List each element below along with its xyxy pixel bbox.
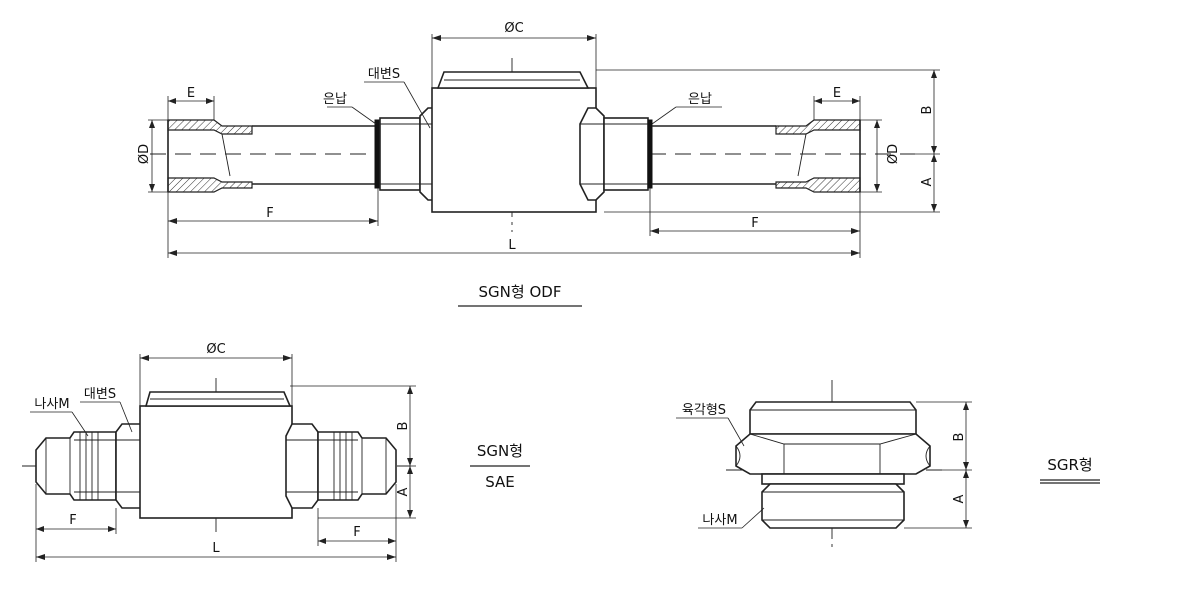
odf-left-nipple	[379, 117, 421, 191]
sgn-odf-drawing: ØC E E ØD ØD	[137, 21, 940, 307]
odf-left-socket-inner	[221, 133, 231, 177]
sae-main-body	[139, 405, 293, 519]
sae-dim-l-label: L	[212, 541, 220, 556]
odf-main-body	[431, 87, 597, 213]
sgr-dim-a-label: A	[952, 494, 967, 503]
odf-left-silver-ring	[374, 119, 380, 189]
odf-dim-e-left-label: E	[187, 86, 195, 101]
odf-dim-a-label: A	[920, 177, 935, 186]
sgr-dim-b-label: B	[952, 433, 967, 442]
odf-right-silver-ring	[647, 119, 653, 189]
odf-right-socket-top	[775, 119, 861, 135]
sae-left-flare-end	[35, 431, 117, 501]
sae-right-flare-end	[317, 431, 397, 501]
sgr-drawing: B A 육각형S 나사M SGR형	[676, 380, 1100, 548]
odf-right-nipple	[603, 117, 649, 191]
odf-title: SGN형 ODF	[479, 283, 562, 301]
odf-dim-d-left-label: ØD	[137, 144, 152, 164]
sae-dim-f-left-label: F	[69, 513, 76, 528]
sae-hex-s-label: 대변S	[84, 387, 116, 402]
sae-right-hex-nut	[285, 423, 319, 509]
sgr-thread-m-label: 나사M	[702, 513, 737, 528]
sgr-cap	[749, 401, 917, 435]
sae-dim-a-label: A	[396, 487, 411, 496]
odf-dim-l-label: L	[508, 238, 516, 253]
sae-thread-m-label: 나사M	[34, 397, 69, 412]
odf-right-hex-nut	[579, 107, 605, 201]
odf-dim-b-label: B	[920, 106, 935, 115]
sgr-neck	[761, 473, 905, 485]
sae-subtitle: SAE	[485, 473, 515, 491]
sgr-thread	[761, 483, 905, 529]
sgr-hex-s-label: 육각형S	[682, 403, 726, 418]
odf-right-socket-bottom	[775, 177, 861, 193]
sae-title: SGN형	[477, 442, 523, 460]
sgn-sae-drawing: ØC B A F F L 나사M 대변	[22, 342, 530, 562]
odf-dim-f-left-label: F	[266, 206, 273, 221]
odf-dim-d-right-label: ØD	[886, 144, 901, 164]
odf-left-socket-bottom	[167, 177, 253, 193]
sae-dim-b-label: B	[396, 422, 411, 431]
sae-dim-f-right-label: F	[353, 525, 360, 540]
odf-silver-right-label: 은납	[688, 92, 712, 107]
odf-hex-s-label: 대변S	[368, 67, 400, 82]
odf-dim-c-label: ØC	[504, 21, 523, 36]
odf-dim-e-right-label: E	[833, 86, 841, 101]
sgr-hex-body	[735, 433, 931, 475]
odf-left-socket-top	[167, 119, 253, 135]
odf-silver-left-label: 은납	[323, 92, 347, 107]
odf-dim-f-right-label: F	[751, 216, 758, 231]
sgr-title: SGR형	[1047, 456, 1092, 474]
sae-dim-c-label: ØC	[206, 342, 225, 357]
